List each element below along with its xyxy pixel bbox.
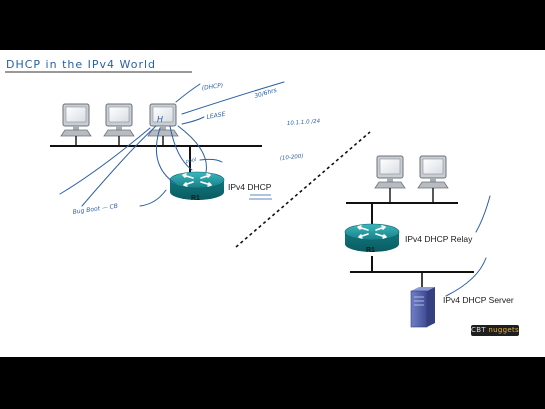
left-service-label: IPv4 DHCP: [228, 182, 272, 192]
relay-label: IPv4 DHCP Relay: [405, 234, 473, 244]
brand-watermark: CBT nuggets: [471, 325, 519, 336]
right-network: R1 IPv4 DHCP Relay IPv4 DHCP Server: [344, 155, 514, 328]
annotation-arrow: [139, 189, 167, 207]
pc-icon: [374, 155, 406, 189]
annotation-subnet: 10.1.1.0 /24: [287, 119, 321, 127]
server-label: IPv4 DHCP Server: [443, 295, 514, 305]
annotation-arrow: [177, 125, 207, 173]
annotation-arrow: [81, 125, 157, 207]
left-router-label: R1: [191, 195, 200, 202]
annotation-arrow: [199, 158, 223, 163]
annotation-pool: pool: [184, 157, 197, 165]
annotation-arrow: [175, 83, 201, 103]
annotation-arrow: [59, 127, 151, 195]
pc-icon: [60, 103, 92, 137]
server-icon: [410, 287, 435, 328]
annotation-arrow: [181, 81, 285, 115]
right-router-label: R1: [366, 247, 375, 254]
brand-prefix: CBT: [471, 326, 486, 334]
host-label: H: [157, 115, 163, 124]
pc-icon: [417, 155, 449, 189]
annotation-arrow: [155, 127, 177, 185]
annotation-range: (10-200): [280, 154, 304, 162]
annotations: [59, 81, 491, 297]
annotation-arrow: [445, 257, 487, 297]
annotation-arrow: [475, 195, 491, 233]
annotation-arrow: [169, 125, 193, 171]
annotation-lease: LEASE: [206, 111, 226, 121]
brand-name: nuggets: [488, 326, 519, 334]
annotation-arrow: [181, 116, 205, 125]
page-title: DHCP in the IPv4 World: [6, 58, 156, 71]
pc-icon: [103, 103, 135, 137]
annotation-dhcp: (DHCP): [201, 82, 223, 92]
whiteboard: [0, 50, 545, 357]
